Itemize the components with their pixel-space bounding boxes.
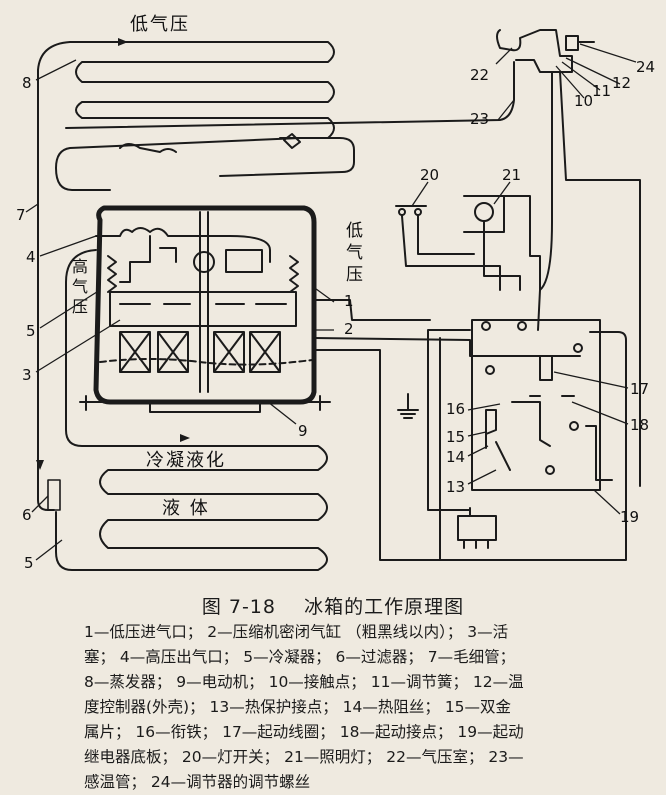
legend-line: 度控制器(外壳)； 13—热保护接点； 14—热阻丝； 15—双金: [84, 698, 512, 716]
number-2: 2: [344, 320, 354, 338]
power-plug: [457, 507, 497, 549]
number-23: 23: [470, 110, 489, 128]
legend-line: 1—低压进气口； 2—压缩机密闭气缸 （粗黑线以内）； 3—活: [84, 623, 509, 641]
figure-title: 冰箱的工作原理图: [304, 596, 465, 618]
label-low-pressure-top: 低气压: [130, 14, 190, 35]
number-17: 17: [630, 380, 649, 398]
legend-line: 属片； 16—衔铁； 17—起动线圈； 18—起动接点； 19—起动: [84, 723, 524, 741]
refrigerator-diagram: 低气压 低 气 压 高 气 压 冷凝液化 液 体: [16, 14, 655, 572]
number-14: 14: [446, 448, 465, 466]
legend-line: 8—蒸发器； 9—电动机； 10—接触点； 11—调节簧； 12—温: [84, 673, 524, 691]
label-low-pressure-side-1: 低: [346, 221, 363, 241]
number-15: 15: [446, 428, 465, 446]
relay-base-plate: [471, 319, 601, 491]
capillary-tube: [37, 41, 71, 511]
number-4: 4: [26, 248, 36, 266]
diagram-labels: 低气压 低 气 压 高 气 压 冷凝液化 液 体: [72, 14, 363, 519]
number-13: 13: [446, 478, 465, 496]
legend-line: 感温管； 24—调节器的调节螺丝: [84, 773, 311, 791]
number-24: 24: [636, 58, 655, 76]
label-high-pressure-2: 气: [72, 277, 88, 296]
number-16: 16: [446, 400, 465, 418]
label-liquid: 液 体: [162, 498, 210, 519]
condenser-coil: [55, 249, 328, 571]
number-1: 1: [344, 292, 354, 310]
label-high-pressure-1: 高: [72, 257, 88, 276]
number-20: 20: [420, 166, 439, 184]
number-22: 22: [470, 66, 489, 84]
number-11: 11: [592, 82, 611, 100]
figure-legend: 1—低压进气口； 2—压缩机密闭气缸 （粗黑线以内）； 3—活 塞； 4—高压出…: [84, 620, 654, 795]
label-low-pressure-side-2: 气: [346, 243, 363, 263]
number-19: 19: [620, 508, 639, 526]
number-12: 12: [612, 74, 631, 92]
number-8: 8: [22, 74, 32, 92]
compressor-housing: [93, 205, 317, 405]
evaporator-coil: [69, 41, 335, 139]
number-5-bottom: 5: [24, 554, 34, 572]
number-7: 7: [16, 206, 26, 224]
number-6: 6: [22, 506, 32, 524]
legend-line: 塞； 4—高压出气口； 5—冷凝器； 6—过滤器； 7—毛细管；: [84, 648, 516, 666]
callout-numbers: 1 2 3 4 5 5 6 7 8 9 10 11 12 13 14 15 16…: [16, 58, 655, 572]
number-9: 9: [298, 422, 308, 440]
figure-caption: 图 7-18 冰箱的工作原理图: [0, 592, 666, 619]
figure-number: 图 7-18: [201, 596, 276, 618]
label-condense: 冷凝液化: [146, 450, 226, 471]
number-10: 10: [574, 92, 593, 110]
legend-line: 继电器底板； 20—灯开关； 21—照明灯； 22—气压室； 23—: [84, 748, 524, 766]
temperature-controller: [496, 29, 573, 73]
number-5-top: 5: [26, 322, 36, 340]
number-18: 18: [630, 416, 649, 434]
label-low-pressure-side-3: 压: [346, 265, 363, 285]
number-3: 3: [22, 366, 32, 384]
label-high-pressure-3: 压: [72, 297, 88, 316]
number-21: 21: [502, 166, 521, 184]
